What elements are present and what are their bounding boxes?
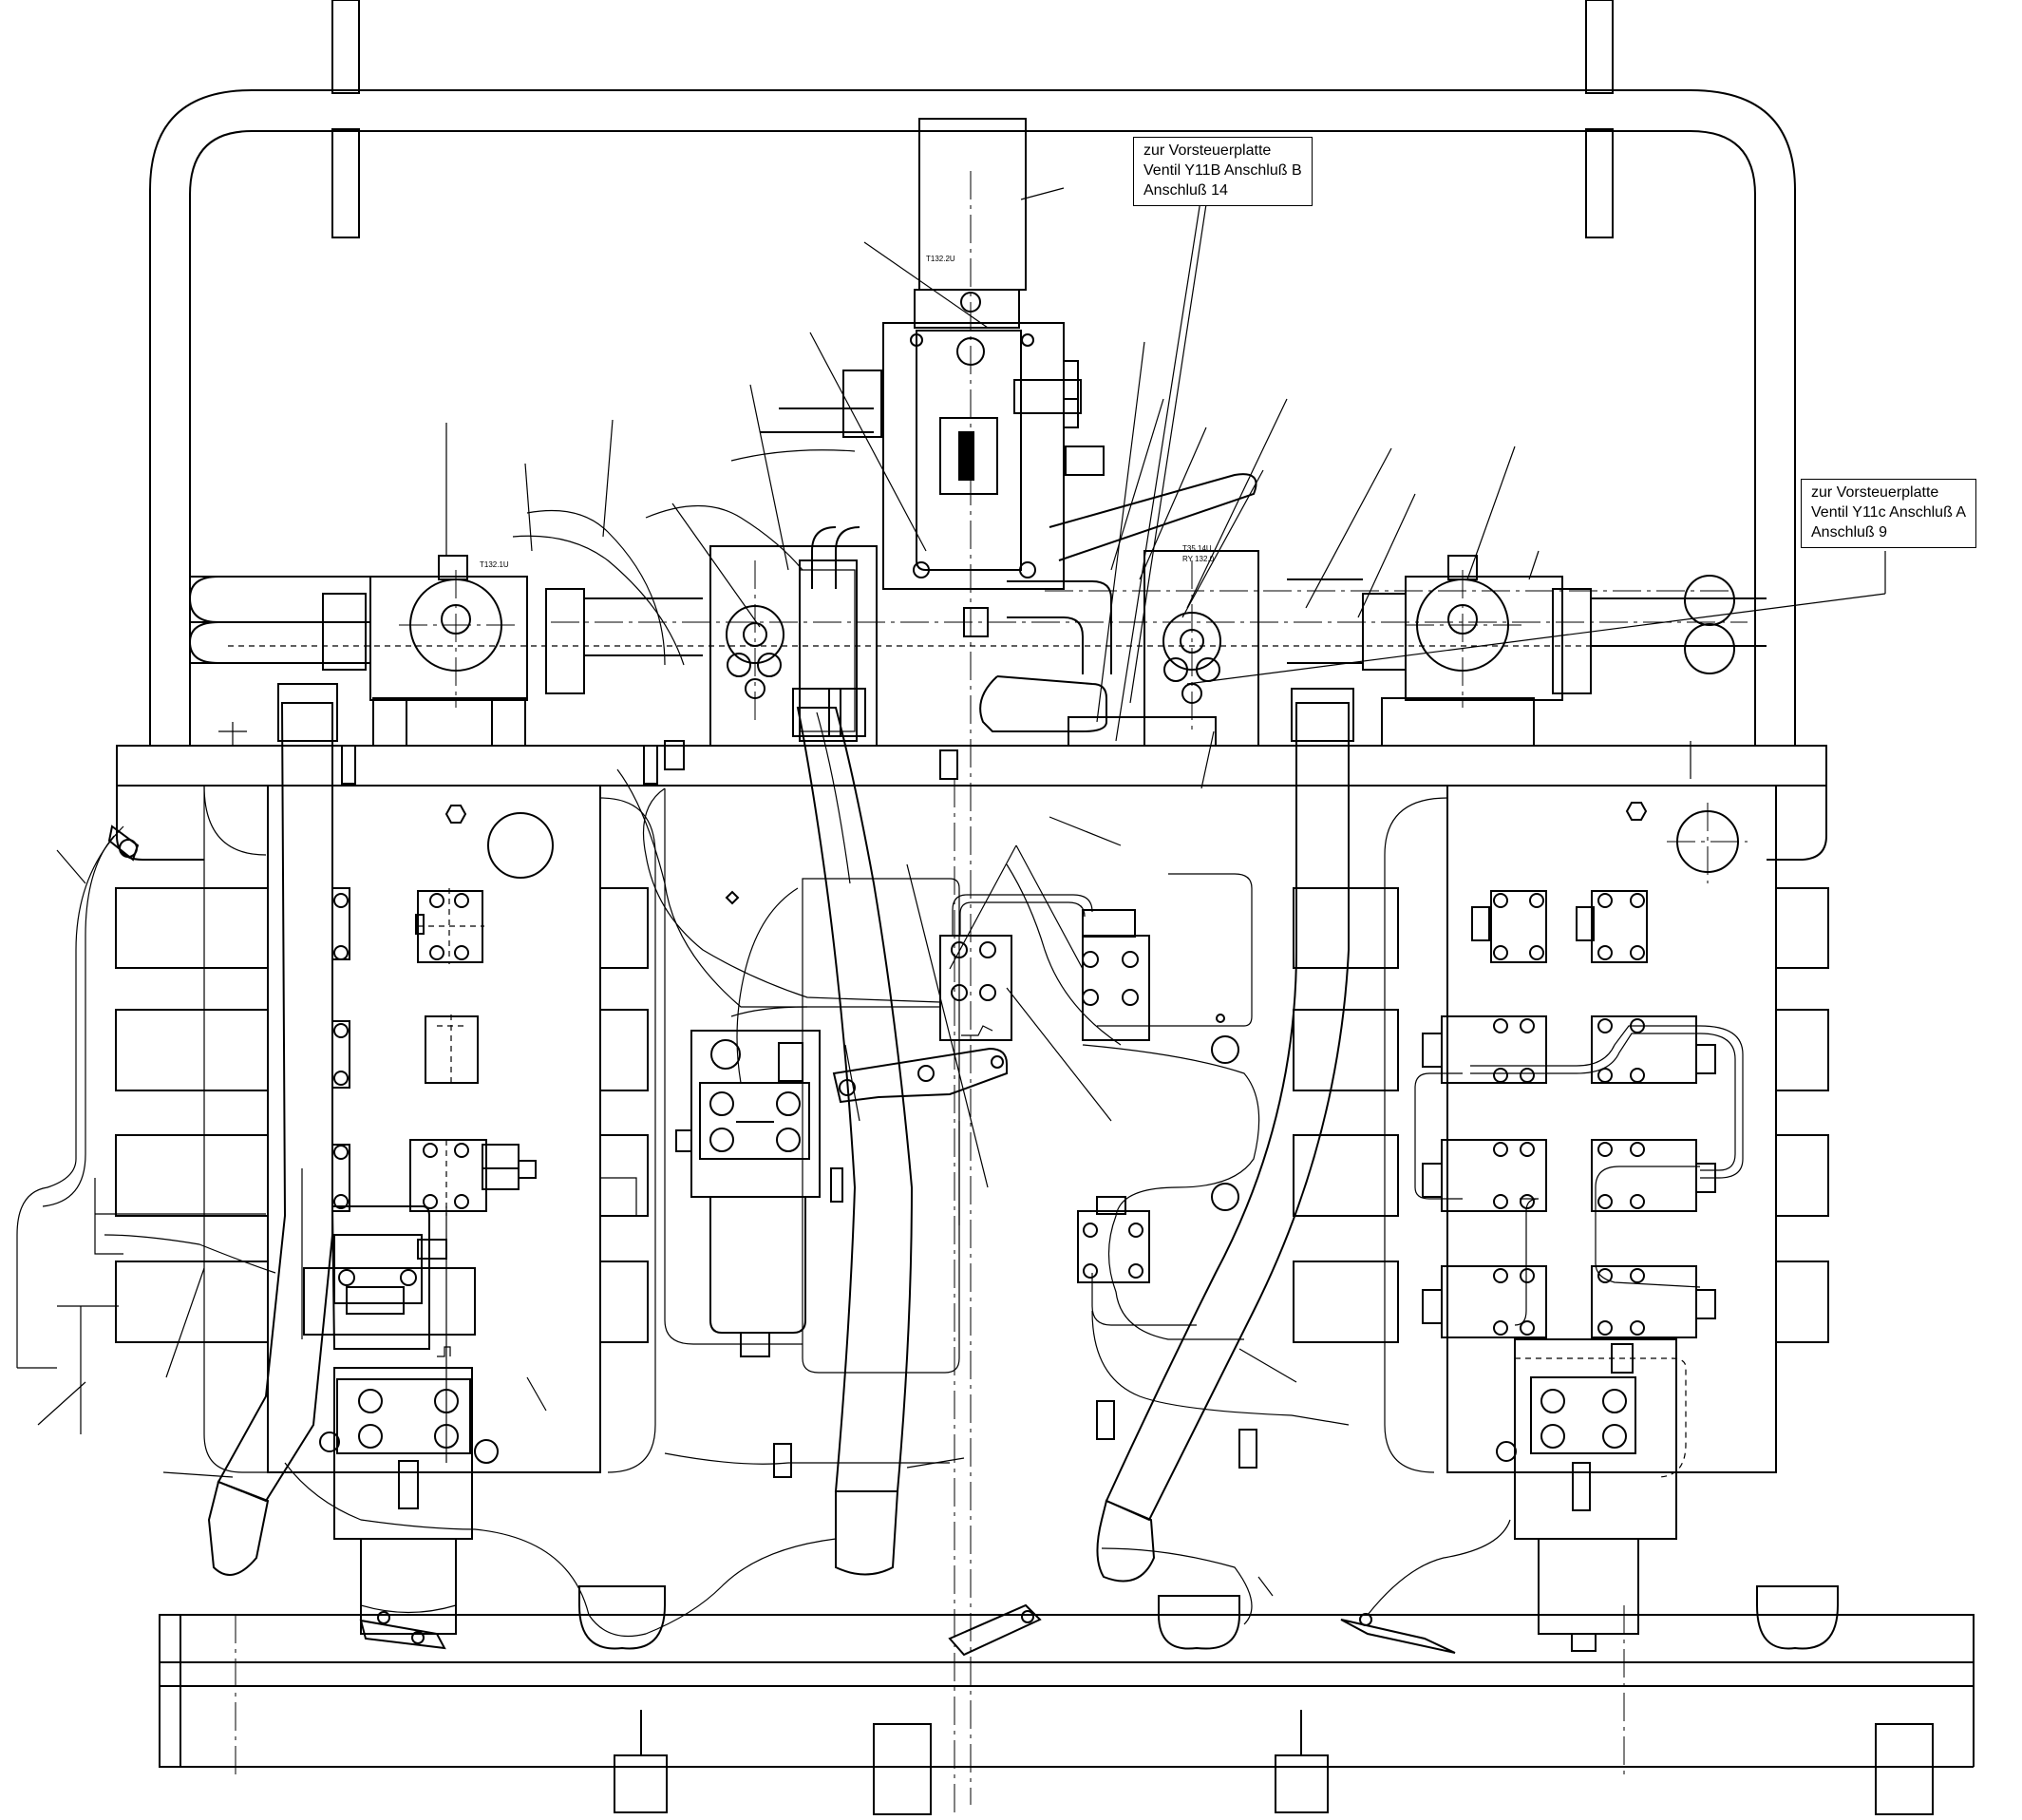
callout-y11c-line-3: Anschluß 9 <box>1811 524 1888 540</box>
tag-t132-1u: T132.1U <box>480 560 509 569</box>
callout-leaders <box>1129 203 1886 704</box>
callout-y11b: zur Vorsteuerplatte Ventil Y11B Anschluß… <box>1133 137 1313 206</box>
tank-outline <box>642 787 1350 1465</box>
center-left-pump <box>709 545 878 747</box>
callout-y11b-line-2: Ventil Y11B Anschluß B <box>1143 162 1302 179</box>
top-pipes <box>188 575 1767 674</box>
callout-y11c: zur Vorsteuerplatte Ventil Y11c Anschluß… <box>1801 479 1977 548</box>
callout-y11b-line-1: zur Vorsteuerplatte <box>1143 142 1272 159</box>
tag-ry132: RY 132.0 <box>1182 555 1215 563</box>
mounting-bars-left <box>115 887 649 1343</box>
mounting-bars-right <box>1293 887 1829 1343</box>
callout-y11c-line-1: zur Vorsteuerplatte <box>1811 484 1939 501</box>
braided-hoses <box>207 683 1354 1583</box>
tag-t35-14u: T35.14U <box>1182 544 1212 553</box>
center-pressure-valves <box>939 894 1197 1326</box>
callout-y11b-line-3: Anschluß 14 <box>1143 182 1228 199</box>
center-motor <box>842 118 1105 1814</box>
upper-pipework <box>512 408 1257 732</box>
leader-lines <box>16 187 1691 1638</box>
right-pump <box>1362 555 1592 747</box>
callout-y11c-line-2: Ventil Y11c Anschluß A <box>1811 504 1967 521</box>
base-plate <box>116 745 1827 861</box>
center-filter <box>664 788 1008 1374</box>
tag-t132-2u: T132.2U <box>926 255 955 263</box>
bottom-rail <box>159 1585 1975 1815</box>
left-pump <box>322 555 585 747</box>
roll-bar-frame <box>149 0 1796 746</box>
right-valve-manifold <box>1384 785 1777 1652</box>
left-valve-manifold <box>203 785 656 1650</box>
center-right-pump <box>1068 550 1259 747</box>
